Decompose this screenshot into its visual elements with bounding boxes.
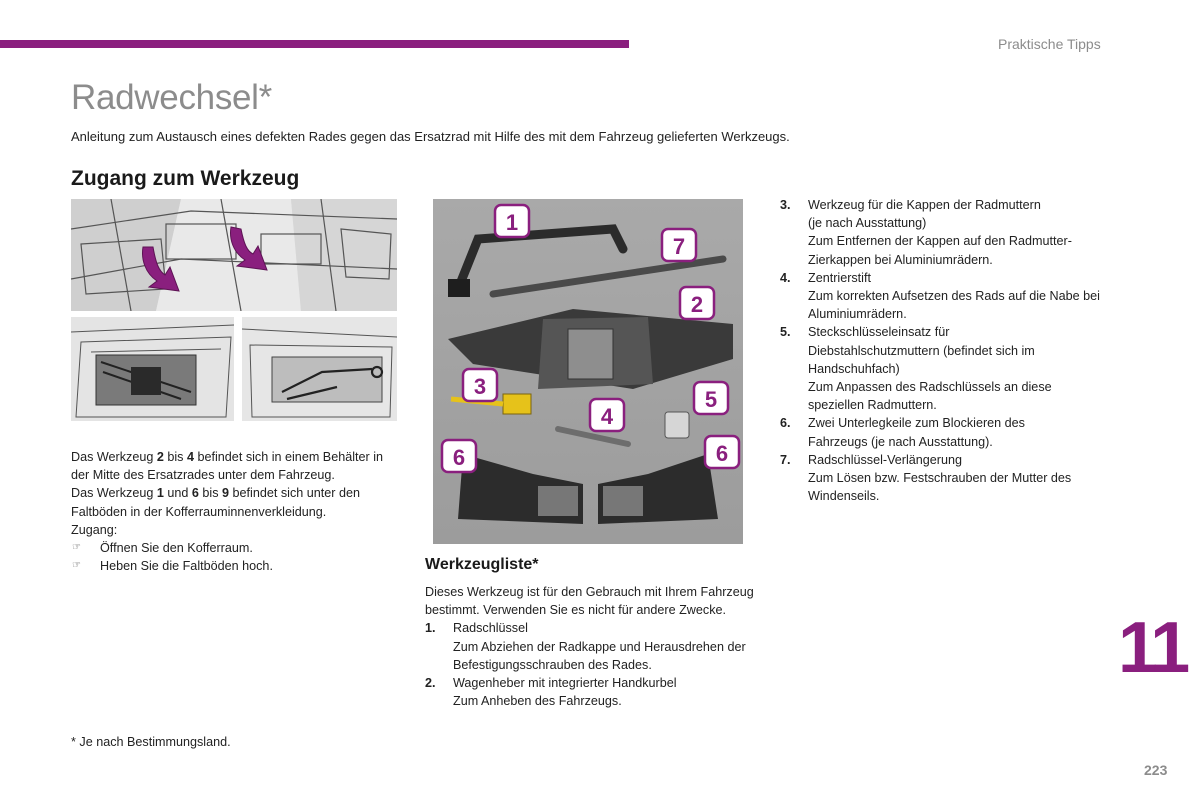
badge-2: 2 (678, 285, 716, 321)
access-paragraph: Das Werkzeug 2 bis 4 befindet sich in ei… (71, 450, 384, 519)
badge-5-label: 5 (705, 387, 717, 412)
intro-text: Anleitung zum Austausch eines defekten R… (71, 129, 790, 144)
badge-6-right: 6 (703, 434, 741, 470)
tool-item-7: 7. Radschlüssel-Verlängerung Zum Lösen b… (780, 452, 1072, 504)
tools-text-column-2: 3. Werkzeug für die Kappen der Radmutter… (780, 196, 1110, 505)
badge-7-label: 7 (673, 234, 685, 259)
trunk-compartment-right-illustration (242, 317, 397, 421)
tool-list-part-1: 1. Radschlüssel Zum Abziehen der Radkapp… (425, 619, 755, 710)
badge-2-label: 2 (691, 292, 703, 317)
trunk-floor-illustration (71, 199, 397, 311)
footnote: * Je nach Bestimmungsland. (71, 735, 231, 749)
tool-item-3: 3. Werkzeug für die Kappen der Radmutter… (780, 198, 1072, 267)
access-label: Zugang: (71, 522, 118, 537)
badge-3: 3 (461, 367, 499, 403)
tool-item-2: 2. Wagenheber mit integrierter Handkurbe… (425, 676, 677, 709)
badge-6-left: 6 (440, 438, 478, 474)
page-number: 223 (1144, 762, 1168, 778)
pointing-hand-icon: ☞ (72, 542, 81, 554)
pointing-hand-icon: ☞ (72, 560, 81, 572)
access-text-column: Das Werkzeug 2 bis 4 befindet sich in ei… (71, 448, 401, 575)
chapter-number: 11 (1118, 608, 1190, 688)
badge-6-left-label: 6 (453, 445, 465, 470)
access-step: ☞Öffnen Sie den Kofferraum. (71, 539, 401, 557)
section-label: Praktische Tipps (998, 36, 1101, 52)
badge-5: 5 (692, 380, 730, 416)
page-title: Radwechsel* (71, 78, 272, 117)
badge-1-label: 1 (506, 210, 518, 235)
tools-intro: Dieses Werkzeug ist für den Gebrauch mit… (425, 585, 754, 618)
section-heading-access: Zugang zum Werkzeug (71, 167, 300, 190)
tool-item-4: 4. Zentrierstift Zum korrekten Aufsetzen… (780, 270, 1100, 322)
badge-4: 4 (588, 397, 626, 433)
access-steps: ☞Öffnen Sie den Kofferraum. ☞Heben Sie d… (71, 539, 401, 575)
tool-set-photo: 1 7 2 3 4 5 6 6 (433, 199, 743, 544)
badge-3-label: 3 (474, 374, 486, 399)
tool-item-6: 6. Zwei Unterlegkeile zum Blockieren des… (780, 416, 1025, 449)
header-accent-bar (0, 40, 629, 48)
trunk-compartment-left-illustration (71, 317, 234, 421)
badge-6-right-label: 6 (716, 441, 728, 466)
badge-1: 1 (493, 203, 531, 239)
tool-item-1: 1. Radschlüssel Zum Abziehen der Radkapp… (425, 621, 746, 672)
badge-4-label: 4 (601, 404, 614, 429)
tools-heading: Werkzeugliste* (425, 556, 539, 573)
tools-text-column-1: Dieses Werkzeug ist für den Gebrauch mit… (425, 583, 755, 710)
access-step: ☞Heben Sie die Faltböden hoch. (71, 557, 401, 575)
tool-list-part-2: 3. Werkzeug für die Kappen der Radmutter… (780, 196, 1110, 505)
badge-7: 7 (660, 227, 698, 263)
tool-item-5: 5. Steckschlüsseleinsatz für Diebstahlsc… (780, 325, 1052, 413)
